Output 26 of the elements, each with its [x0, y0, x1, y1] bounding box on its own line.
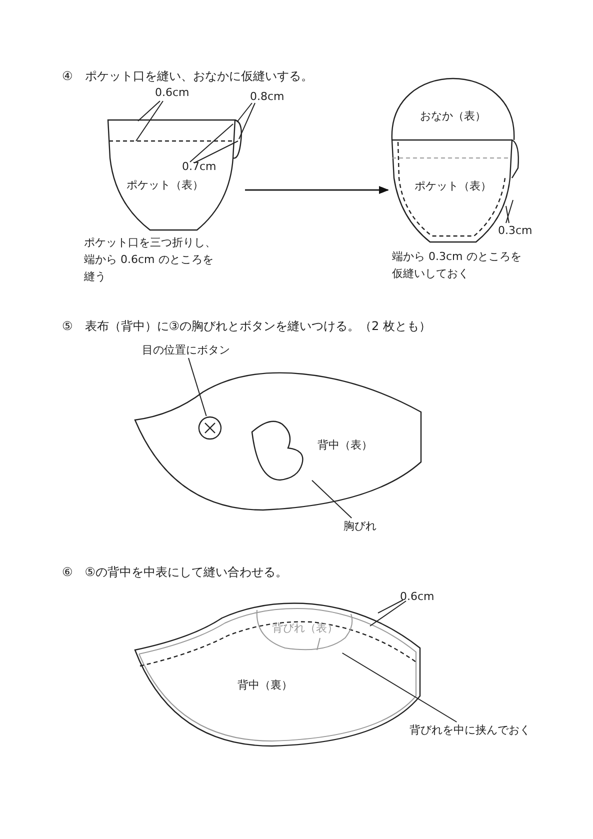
dimension-label: 0.7cm	[182, 159, 216, 175]
arrow	[245, 186, 389, 194]
instruction-text: ポケット口を三つ折りし、端から 0.6cm のところを縫う	[84, 235, 217, 285]
annotation-text: 胸びれ	[344, 518, 376, 534]
dimension-label: 0.8cm	[250, 89, 284, 105]
part-label: ポケット（表）	[126, 178, 204, 192]
leader-line	[188, 358, 207, 416]
part-label: 背中（裏）	[238, 678, 292, 692]
leader-line	[312, 480, 352, 518]
pocket-drawing	[105, 118, 245, 233]
part-label: 背中（表）	[318, 438, 372, 452]
dimension-label: 0.6cm	[155, 85, 190, 101]
step-heading: ⑤ 表布（背中）に③の胸びれとボタンを縫いつける。（2 枚とも）	[62, 318, 431, 335]
instruction-text: 端から 0.3cm のところを仮縫いしておく	[392, 249, 522, 282]
dimension-label: 0.3cm	[498, 223, 532, 239]
part-label: ポケット（表）	[414, 178, 492, 194]
annotation-text: 背びれを中に挟んでおく	[410, 722, 530, 738]
leader-line	[342, 652, 458, 722]
dorsal-fin-drawing	[255, 608, 355, 653]
part-label: 背びれ（表）	[272, 620, 338, 636]
step-heading: ⑥ ⑤の背中を中表にして縫い合わせる。	[62, 564, 288, 581]
annotation-text: 目の位置にボタン	[142, 342, 230, 358]
part-label: おなか（表）	[420, 108, 486, 124]
button-icon	[198, 416, 222, 440]
dimension-label: 0.6cm	[400, 589, 434, 605]
step-heading: ④ ポケット口を縫い、おなかに仮縫いする。	[62, 68, 313, 85]
